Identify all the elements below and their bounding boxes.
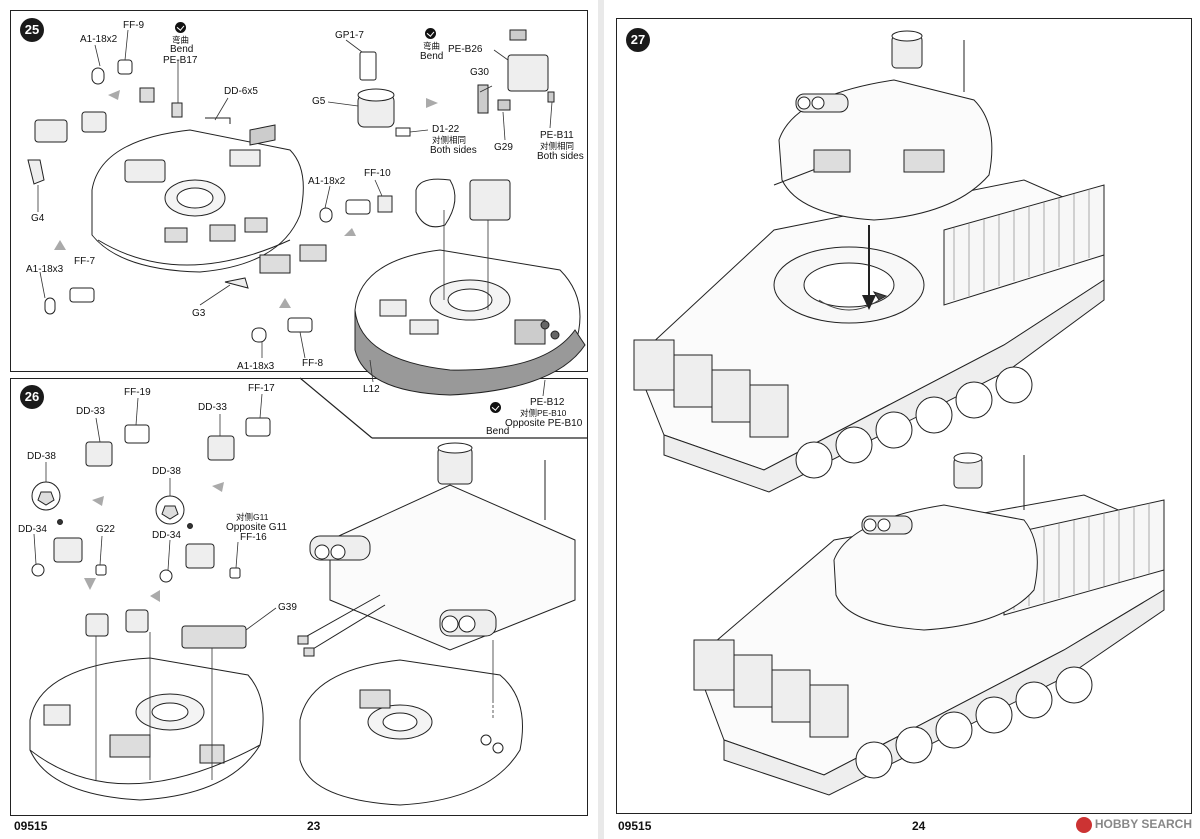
label-dd34-a: DD-34	[18, 524, 47, 535]
label-ff7: FF-7	[74, 256, 96, 267]
label-dd34-b: DD-34	[152, 530, 181, 541]
label-g3: G3	[192, 308, 206, 319]
label-dd38-a: DD-38	[27, 451, 56, 462]
label-a1-18x2-top: A1-18x2	[80, 34, 118, 45]
instruction-page-23: 25 26 A1-18x2 FF-9 弯曲 Bend PE-B17 DD-6x5…	[0, 0, 598, 839]
step-25-26-drawings	[27, 29, 588, 806]
label-opposite-cn: 对侧PE-B10	[520, 408, 567, 418]
page-gutter	[598, 0, 604, 839]
bend-icon	[175, 22, 186, 33]
parts-25-center	[357, 29, 555, 228]
label-opposite-en: Opposite PE-B10	[505, 418, 583, 429]
label-g5: G5	[312, 96, 326, 107]
step-25-frame	[10, 10, 588, 372]
parts-26	[31, 417, 271, 649]
step-27-drawings	[633, 30, 1165, 796]
label-bend-en-1: Bend	[170, 44, 194, 55]
label-ff16: FF-16	[240, 532, 267, 543]
label-opposite-g11-cn: 对侧G11	[236, 512, 269, 522]
label-ff8: FF-8	[302, 358, 324, 369]
label-a1-18x3-left: A1-18x3	[26, 264, 64, 275]
label-ff19: FF-19	[124, 387, 151, 398]
label-g30: G30	[470, 67, 489, 78]
label-opposite-g11-en: Opposite G11	[226, 522, 287, 533]
label-both-sides-en-2: Both sides	[537, 151, 584, 162]
hobby-search-watermark: HOBBY SEARCH	[1075, 817, 1192, 833]
turret-drawing-26-right	[297, 442, 576, 806]
label-g29: G29	[494, 142, 513, 153]
page-number-23: 23	[307, 819, 321, 833]
label-bend-cn-1: 弯曲	[172, 35, 190, 45]
vehicle-drawing-bottom	[693, 452, 1165, 796]
step-25-badge: 25	[20, 18, 44, 42]
label-pe-b12: PE-B12	[530, 397, 565, 408]
catalog-number-right: 09515	[618, 819, 652, 833]
label-dd33-b: DD-33	[198, 402, 227, 413]
label-both-sides-cn-1: 对侧相同	[432, 135, 467, 145]
label-l12: L12	[363, 384, 380, 395]
parts-25-left	[27, 59, 393, 343]
hobby-search-logo-icon	[1075, 817, 1092, 833]
step-26-frame	[10, 378, 588, 816]
turret-drawing-26-left	[29, 657, 264, 801]
step-27-badge: 27	[626, 28, 650, 52]
step-26-badge: 26	[20, 385, 44, 409]
page-number-24: 24	[912, 819, 926, 833]
label-dd-6x5: DD-6x5	[224, 86, 258, 97]
step-27-frame	[616, 18, 1192, 814]
label-d1-22: D1-22	[432, 124, 460, 135]
label-both-sides-cn-2: 对侧相同	[540, 141, 575, 151]
label-ff9: FF-9	[123, 20, 145, 31]
turret-drawing-25-left	[91, 124, 304, 273]
label-gp1-7: GP1-7	[335, 30, 364, 41]
bend-icon-2	[425, 28, 436, 39]
label-ff10: FF-10	[364, 168, 391, 179]
catalog-number-left: 09515	[14, 819, 48, 833]
label-g4: G4	[31, 213, 45, 224]
label-bend-en-3: Bend	[486, 426, 510, 437]
label-pe-b26: PE-B26	[448, 44, 483, 55]
label-g22: G22	[96, 524, 115, 535]
vehicle-drawing-top	[633, 30, 1105, 493]
label-pe-b17: PE-B17	[163, 55, 198, 66]
watermark-text: HOBBY SEARCH	[1094, 817, 1192, 832]
bend-icon-3	[490, 402, 501, 413]
turret-drawing-25-right	[354, 249, 586, 396]
instruction-page-24: 27 09515 24 HOBBY SEARCH	[604, 0, 1200, 839]
label-dd38-b: DD-38	[152, 466, 181, 477]
label-g39: G39	[278, 602, 297, 613]
label-ff17: FF-17	[248, 383, 275, 394]
label-pe-b11: PE-B11	[540, 130, 574, 141]
label-both-sides-en-1: Both sides	[430, 145, 477, 156]
label-a1-18x2-mid: A1-18x2	[308, 176, 346, 187]
label-dd33-a: DD-33	[76, 406, 105, 417]
label-bend-en-2: Bend	[420, 51, 444, 62]
label-a1-18x3-bottom: A1-18x3	[237, 361, 275, 372]
label-bend-cn-2: 弯曲	[423, 41, 441, 51]
